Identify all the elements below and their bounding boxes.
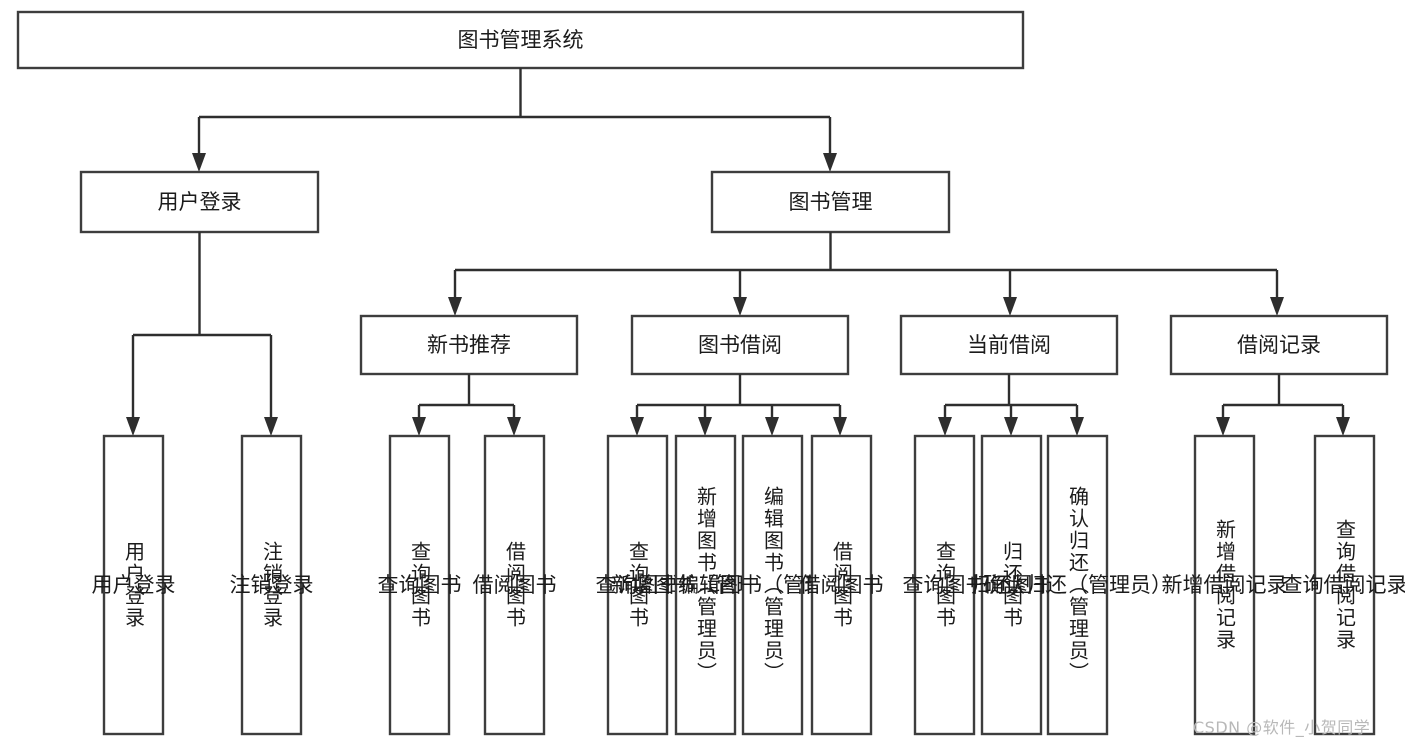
- arrow-head-icon: [833, 417, 847, 436]
- node-book-manage-label: 图书管理: [789, 190, 873, 214]
- node-leaf-query-book-1[interactable]: 查询图书: [378, 436, 462, 734]
- node-leaf-borrow-book-2[interactable]: 借阅图书: [800, 436, 884, 734]
- arrow-head-icon: [733, 297, 747, 316]
- arrow-head-icon: [765, 417, 779, 436]
- csdn-watermark: CSDN @软件_小贺同学: [1193, 714, 1370, 738]
- node-user-login-label: 用户登录: [158, 190, 242, 214]
- node-new-book-recommend[interactable]: 新书推荐: [361, 316, 577, 374]
- arrow-head-icon: [1003, 297, 1017, 316]
- arrow-head-icon: [1004, 417, 1018, 436]
- arrow-head-icon: [448, 297, 462, 316]
- node-leaf-query-record-label: 查询借阅记录: [1282, 573, 1405, 597]
- node-user-login[interactable]: 用户登录: [81, 172, 318, 232]
- arrow-head-icon: [1270, 297, 1284, 316]
- arrow-head-icon: [507, 417, 521, 436]
- node-book-manage[interactable]: 图书管理: [712, 172, 949, 232]
- arrow-head-icon: [126, 417, 140, 436]
- node-leaf-borrow-book-2-label: 借阅图书: [800, 573, 884, 597]
- node-leaf-add-record-label: 新增借阅记录: [1162, 573, 1288, 597]
- arrow-head-icon: [698, 417, 712, 436]
- node-leaf-confirm-return-label: 确认归还（管理员）: [983, 573, 1172, 597]
- node-current-borrow-label: 当前借阅: [967, 333, 1051, 357]
- node-book-borrow[interactable]: 图书借阅: [632, 316, 848, 374]
- node-leaf-query-book-1-label: 查询图书: [378, 573, 462, 597]
- node-leaf-borrow-book-1[interactable]: 借阅图书: [473, 436, 557, 734]
- arrow-head-icon: [1336, 417, 1350, 436]
- node-leaf-borrow-book-1-label: 借阅图书: [473, 573, 557, 597]
- node-leaf-user-login-label: 用户登录: [92, 573, 176, 597]
- node-book-borrow-label: 图书借阅: [698, 333, 782, 357]
- node-leaf-add-record[interactable]: 新增借阅记录: [1162, 436, 1288, 734]
- arrow-head-icon: [412, 417, 426, 436]
- node-borrow-record[interactable]: 借阅记录: [1171, 316, 1387, 374]
- node-current-borrow[interactable]: 当前借阅: [901, 316, 1117, 374]
- node-leaf-user-login[interactable]: 用户登录: [92, 436, 176, 734]
- node-leaf-user-logout-label: 注销登录: [230, 573, 314, 597]
- root-node[interactable]: 图书管理系统: [18, 12, 1023, 68]
- arrow-head-icon: [192, 153, 206, 172]
- node-new-book-recommend-label: 新书推荐: [427, 333, 511, 357]
- root-node-label: 图书管理系统: [458, 28, 584, 52]
- node-borrow-record-label: 借阅记录: [1237, 333, 1321, 357]
- arrow-head-icon: [264, 417, 278, 436]
- arrow-head-icon: [938, 417, 952, 436]
- node-leaf-query-record[interactable]: 查询借阅记录: [1282, 436, 1405, 734]
- arrow-head-icon: [630, 417, 644, 436]
- arrow-head-icon: [1216, 417, 1230, 436]
- node-leaf-user-logout[interactable]: 注销登录: [230, 436, 314, 734]
- arrow-head-icon: [1070, 417, 1084, 436]
- arrow-head-icon: [823, 153, 837, 172]
